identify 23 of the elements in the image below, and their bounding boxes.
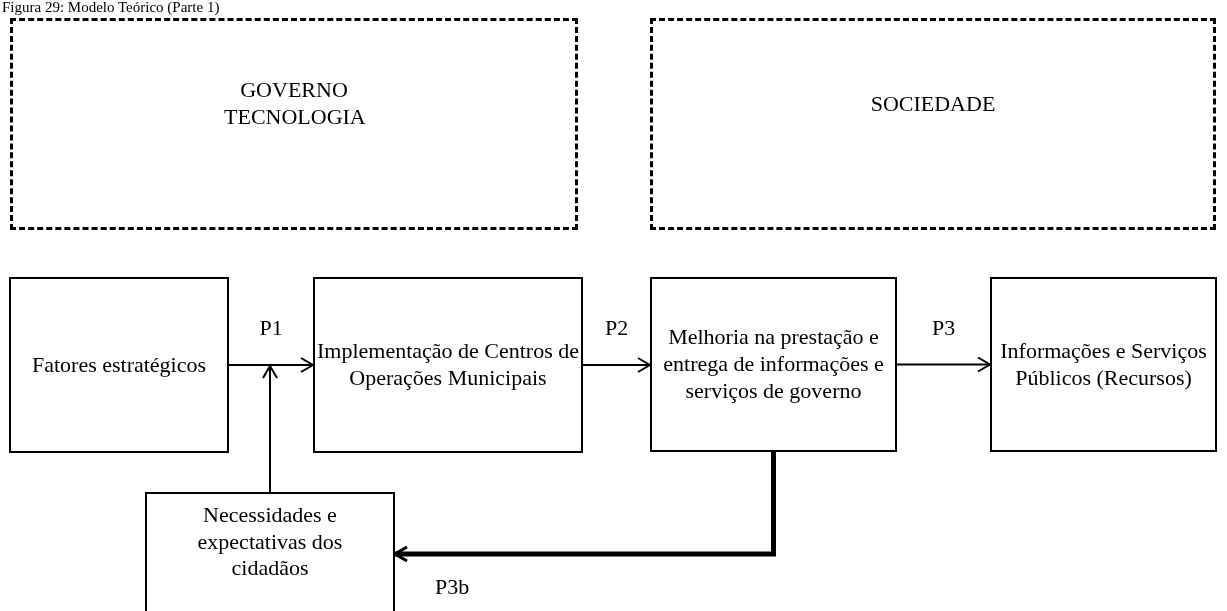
node-text: Fatores estratégicos: [31, 351, 207, 379]
node-text: GOVERNO TECNOLOGIA: [224, 77, 364, 131]
dashed-group-box: [650, 18, 1216, 230]
process-box: [145, 492, 395, 611]
dashed-group-box: [10, 18, 578, 230]
arrow: [896, 356, 991, 373]
arrow: [582, 357, 651, 373]
edge-label: P2: [605, 317, 629, 339]
node-text: SOCIEDADE: [870, 90, 996, 118]
node-text: Melhoria na prestação e entrega de informações e serviços de governo: [662, 324, 885, 405]
node-text: Implementação de Centros de Operações Municipais: [315, 338, 581, 392]
edge-label: P3b: [435, 576, 470, 598]
process-box: [650, 277, 897, 452]
node-text: Informações e Serviços Públicos (Recursos): [999, 337, 1208, 392]
figure-title: Figura 29: Modelo Teórico (Parte 1): [2, 0, 220, 15]
edge-label: P3: [932, 316, 956, 339]
process-box: [990, 277, 1217, 452]
edge-label: P1: [259, 317, 283, 339]
arrow: [228, 357, 314, 373]
process-box: [313, 277, 583, 453]
arrow: [262, 365, 278, 493]
process-box: [9, 277, 229, 453]
node-text: Necessidades e expectativas dos cidadãos: [196, 501, 344, 583]
